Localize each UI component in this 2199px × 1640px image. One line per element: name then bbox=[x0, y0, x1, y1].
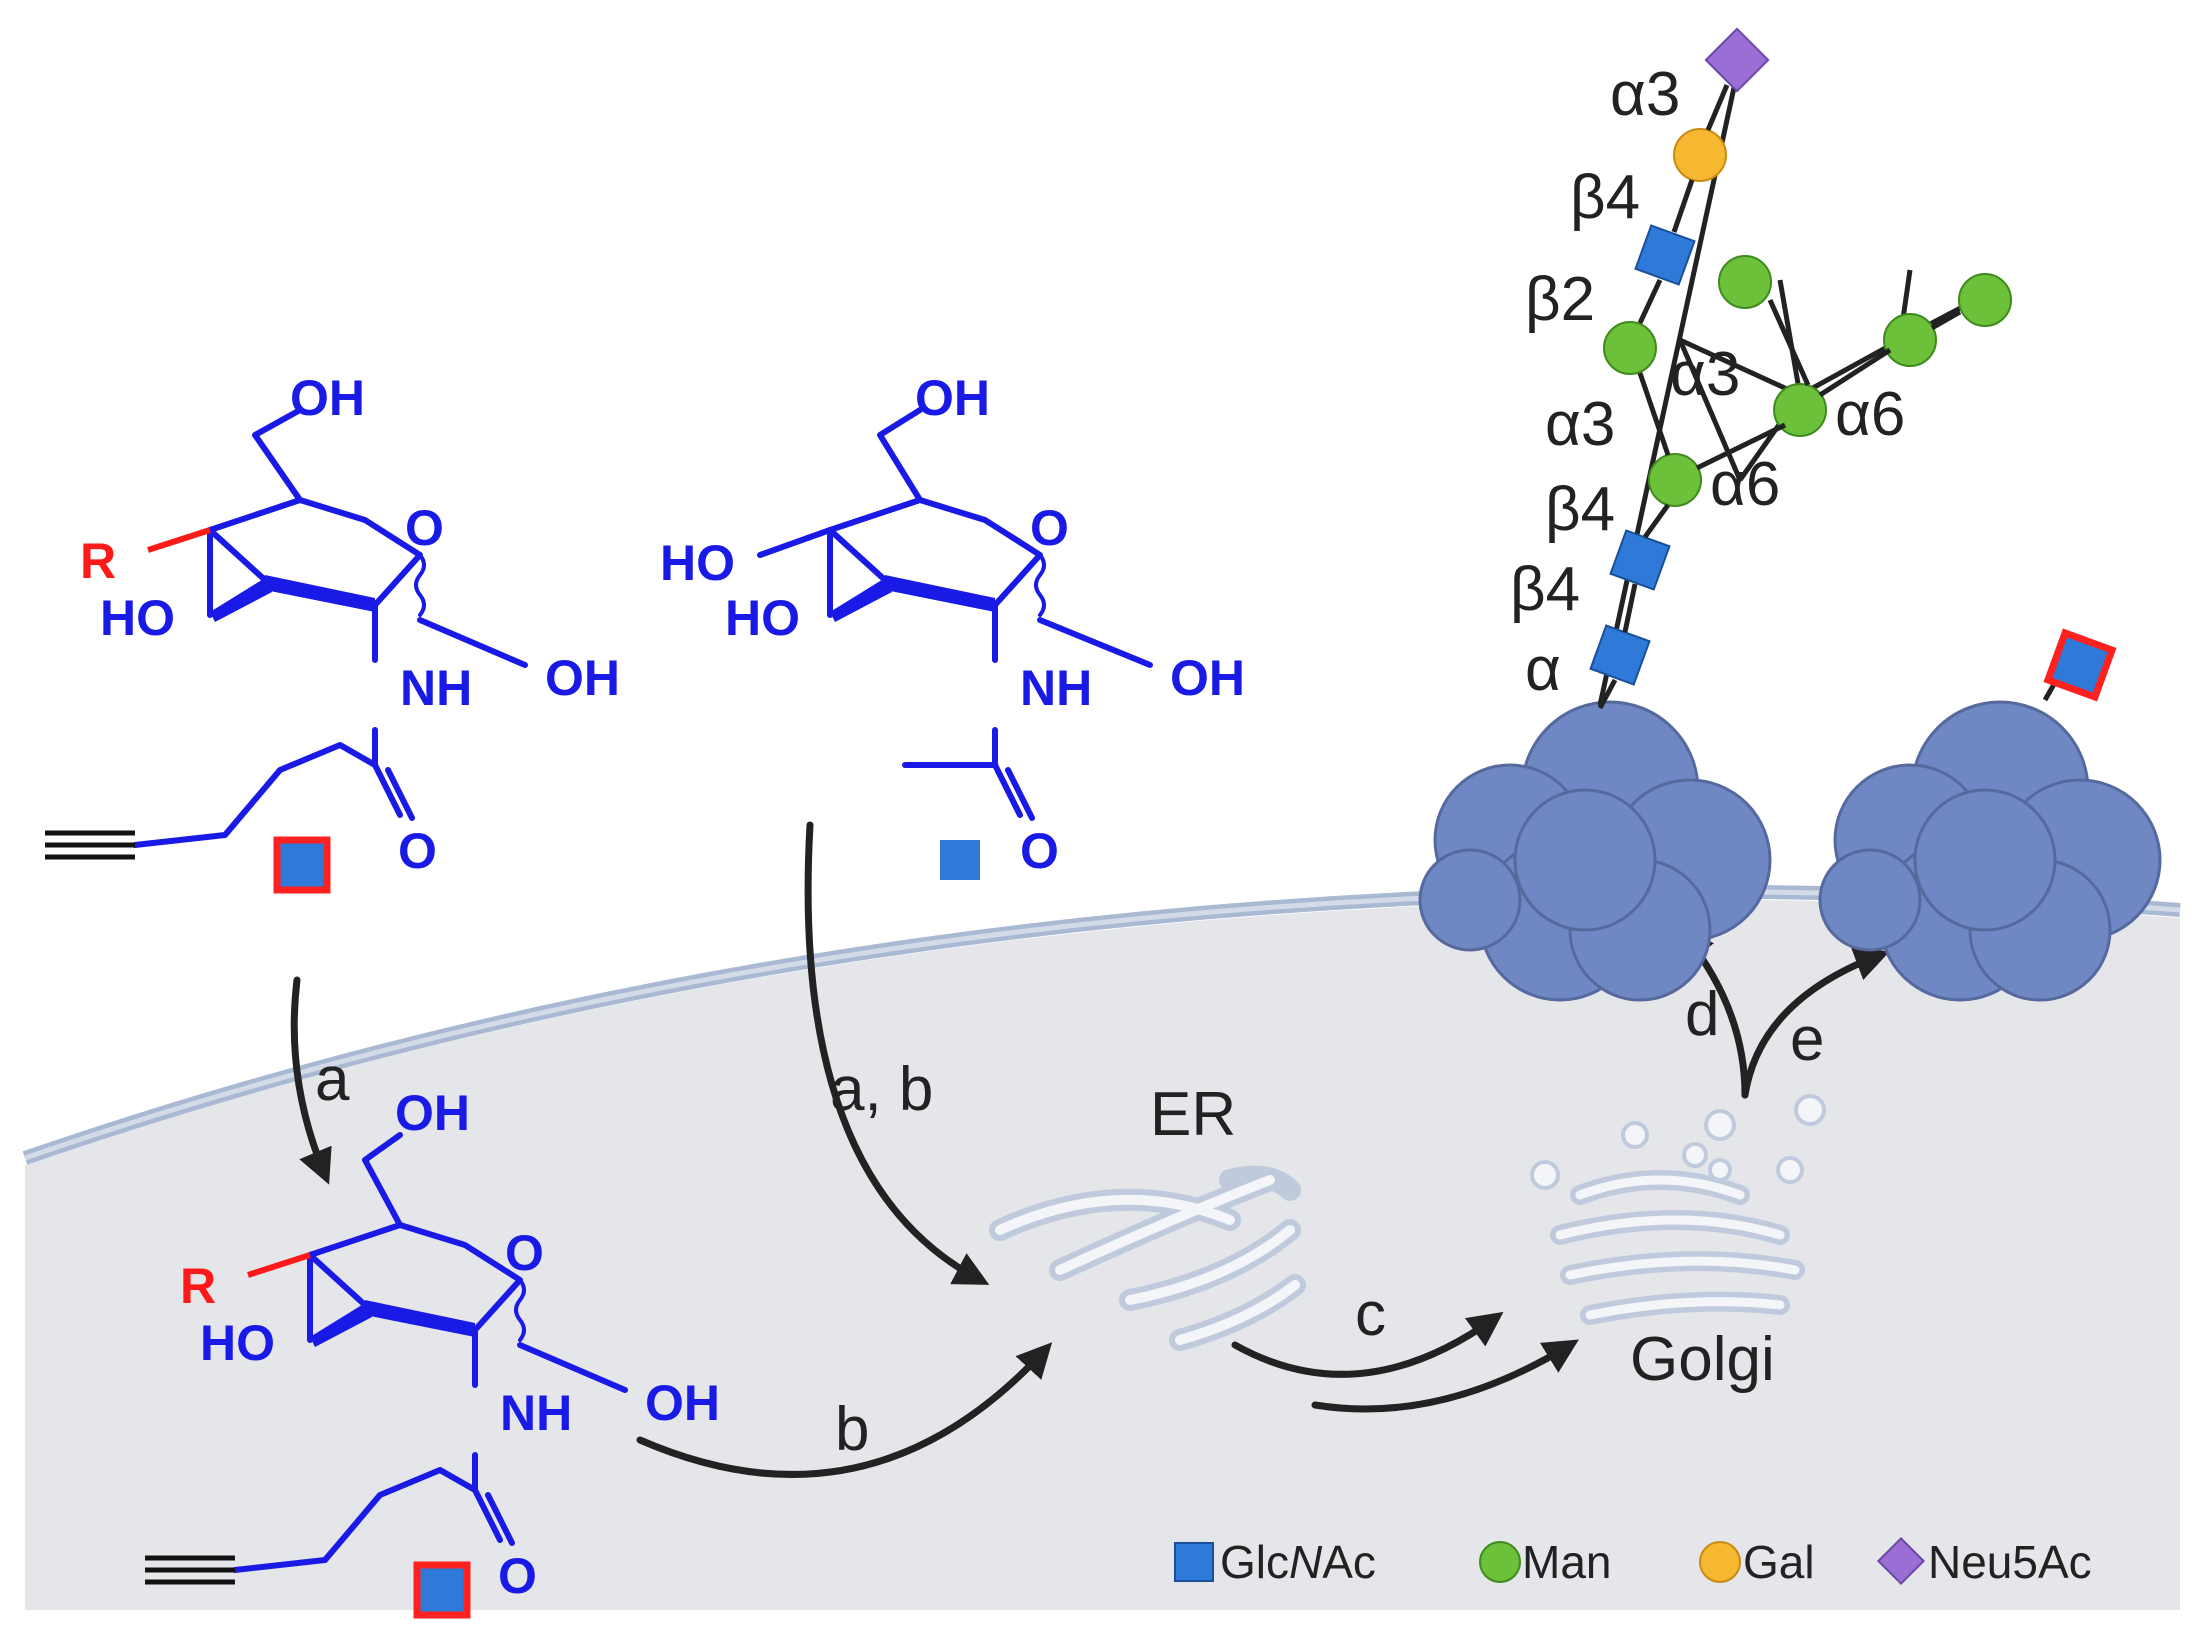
linkage-a3: α3 bbox=[1670, 340, 1740, 409]
man-icon bbox=[1648, 453, 1702, 507]
glycan-bonds bbox=[1597, 84, 1962, 710]
glcnac-red-border-icon bbox=[413, 1561, 471, 1619]
step-c-label: c bbox=[1355, 1280, 1386, 1349]
linkage-b4: β4 bbox=[1545, 475, 1615, 544]
ho-label: HO bbox=[200, 1315, 275, 1371]
modified-glcnac-inside: OH O R HO NH OH O bbox=[145, 1085, 720, 1619]
modified-glcnac-outside: OH O R HO NH OH O bbox=[45, 370, 620, 894]
arrow-e bbox=[1741, 947, 1890, 1099]
ho-label: HO bbox=[660, 535, 735, 591]
glcnac-icon bbox=[1609, 529, 1671, 591]
ho-label: HO bbox=[725, 590, 800, 646]
r-label: R bbox=[80, 533, 116, 589]
golgi-label: Golgi bbox=[1630, 1325, 1775, 1394]
man-icon bbox=[1958, 273, 2012, 327]
glcnac-icon bbox=[1634, 224, 1696, 286]
o-ring-label: O bbox=[405, 500, 444, 556]
oh-anomeric-label: OH bbox=[545, 650, 620, 706]
legend-glcnac-icon bbox=[1174, 1542, 1214, 1582]
arrow-ab bbox=[804, 821, 990, 1285]
glcnac-red-border-icon bbox=[2043, 628, 2117, 702]
legend-man-label: Man bbox=[1522, 1536, 1611, 1588]
arrow-c-lower bbox=[1311, 1339, 1579, 1413]
legend: GlcNAc Man Gal Neu5Ac bbox=[1174, 1536, 2092, 1588]
o-ring-label: O bbox=[1030, 500, 1069, 556]
nh-label: NH bbox=[500, 1385, 572, 1441]
legend-gal-label: Gal bbox=[1743, 1536, 1815, 1588]
step-d-label: d bbox=[1685, 980, 1719, 1049]
linkage-a6: α6 bbox=[1710, 450, 1780, 519]
linkage-b4: β4 bbox=[1510, 555, 1580, 624]
step-a-label: a bbox=[315, 1045, 350, 1114]
legend-neu5ac-label: Neu5Ac bbox=[1928, 1536, 2092, 1588]
arrow-b bbox=[636, 1342, 1053, 1478]
oh-anomeric-label: OH bbox=[645, 1375, 720, 1431]
glcnac-red-border-icon bbox=[273, 836, 331, 894]
legend-man-icon bbox=[1479, 1541, 1521, 1583]
arrow-a bbox=[290, 976, 332, 1185]
ho-label: HO bbox=[100, 590, 175, 646]
man-icon bbox=[1603, 321, 1657, 375]
gal-icon bbox=[1673, 128, 1727, 182]
nh-label: NH bbox=[1020, 660, 1092, 716]
glcnac-icon bbox=[1589, 624, 1651, 686]
golgi-organelle bbox=[1530, 1094, 1826, 1325]
natural-glcnac: OH O HO HO NH OH O bbox=[660, 370, 1245, 880]
oh-label: OH bbox=[395, 1085, 470, 1141]
o-carbonyl-label: O bbox=[498, 1548, 537, 1604]
linkage-labels: α3 β4 β2 α3 α3 α6 α6 β4 β4 α bbox=[1510, 60, 1905, 704]
legend-neu5ac-icon bbox=[1876, 1536, 1926, 1586]
er-label: ER bbox=[1150, 1080, 1236, 1149]
step-b-label: b bbox=[835, 1395, 869, 1464]
o-carbonyl-label: O bbox=[398, 823, 437, 879]
arrow-c-upper bbox=[1231, 1311, 1504, 1378]
glcnac-icon bbox=[940, 840, 980, 880]
n-glycan-tree bbox=[1589, 27, 1987, 706]
linkage-a3: α3 bbox=[1610, 60, 1680, 129]
o-ring-label: O bbox=[505, 1225, 544, 1281]
legend-gal-icon bbox=[1699, 1541, 1741, 1583]
oh-label: OH bbox=[915, 370, 990, 426]
r-label: R bbox=[180, 1258, 216, 1314]
oh-label: OH bbox=[290, 370, 365, 426]
oh-anomeric-label: OH bbox=[1170, 650, 1245, 706]
nh-label: NH bbox=[400, 660, 472, 716]
o-carbonyl-label: O bbox=[1020, 823, 1059, 879]
glycoprotein-left bbox=[1418, 700, 1772, 1002]
legend-glcnac-label: GlcNAc bbox=[1220, 1536, 1376, 1588]
linkage-b4: β4 bbox=[1570, 163, 1640, 232]
glycoprotein-right bbox=[1818, 700, 2162, 1002]
man-icon bbox=[1883, 313, 1937, 367]
linkage-a6: α6 bbox=[1835, 380, 1905, 449]
er-organelle-inner bbox=[995, 1175, 1300, 1345]
man-icon bbox=[1718, 255, 1772, 309]
linkage-a3: α3 bbox=[1545, 390, 1615, 459]
step-ab-label: a, b bbox=[830, 1055, 933, 1124]
linkage-a: α bbox=[1525, 635, 1561, 704]
step-e-label: e bbox=[1790, 1005, 1824, 1074]
man-icon bbox=[1773, 383, 1827, 437]
linkage-b2: β2 bbox=[1525, 265, 1595, 334]
neu5ac-icon bbox=[1704, 27, 1770, 93]
